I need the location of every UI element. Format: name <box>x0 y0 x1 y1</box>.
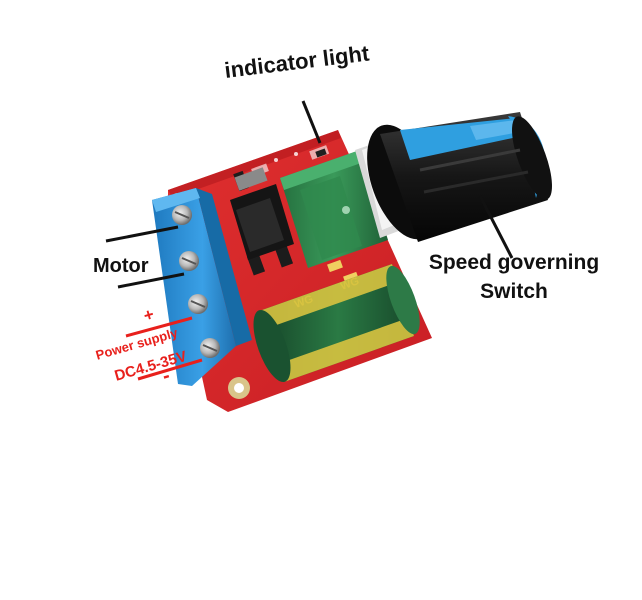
rotary-knob <box>367 112 552 242</box>
switch-label: Switch <box>480 280 548 303</box>
capacitor: WG WG <box>253 264 420 383</box>
annotation-lines <box>105 100 514 381</box>
terminal-block <box>152 188 252 386</box>
potentiometer <box>280 150 388 268</box>
mosfet-chip <box>230 167 294 260</box>
speed-governing-label: Speed governing <box>428 251 600 274</box>
motor-label: Motor <box>93 255 149 277</box>
